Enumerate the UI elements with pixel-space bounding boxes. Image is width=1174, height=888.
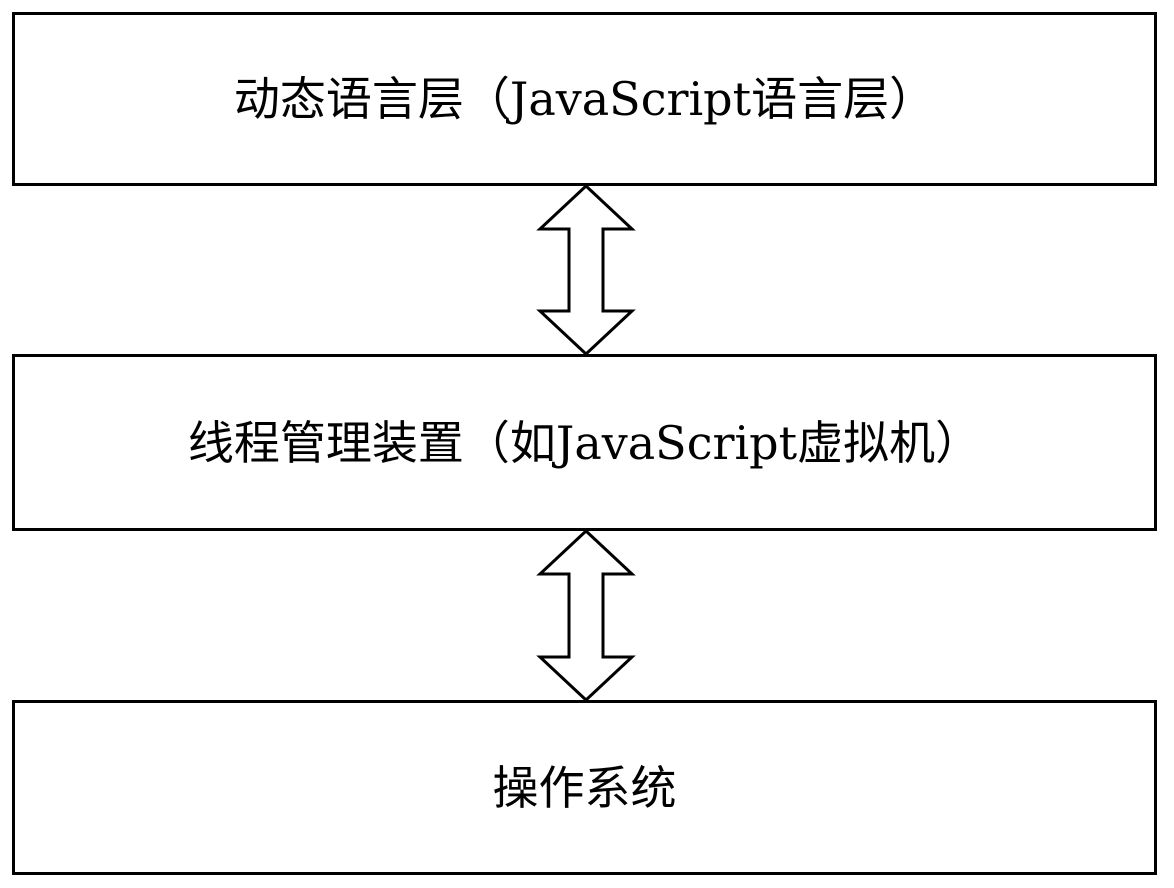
thread-management-device-box: 线程管理装置（如JavaScript虚拟机）	[12, 354, 1157, 531]
thread-management-device-label: 线程管理装置（如JavaScript虚拟机）	[188, 420, 981, 466]
bidirectional-arrow-icon	[535, 529, 637, 702]
bidirectional-arrow-icon-svg	[535, 529, 637, 702]
dynamic-language-layer-label: 动态语言层（JavaScript语言层）	[234, 76, 935, 122]
operating-system-label: 操作系统	[493, 765, 677, 811]
bidirectional-arrow-icon-svg	[535, 184, 637, 356]
bidirectional-arrow-icon	[535, 184, 637, 356]
dynamic-language-layer-box: 动态语言层（JavaScript语言层）	[12, 12, 1157, 186]
operating-system-box: 操作系统	[12, 700, 1157, 875]
